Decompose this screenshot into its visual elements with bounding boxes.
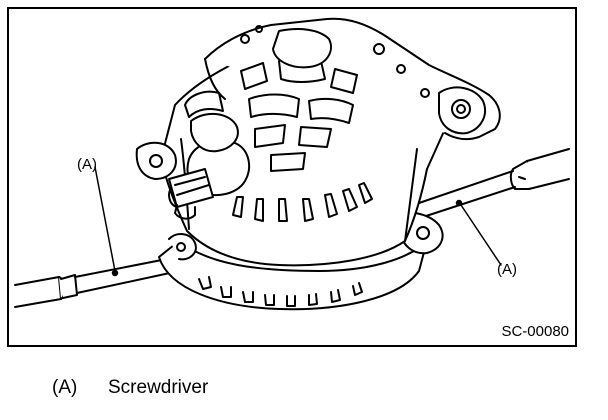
legend: (A) Screwdriver [52, 377, 208, 399]
leader-lines [94, 166, 502, 277]
alternator-illustration [14, 17, 570, 311]
legend-item: (A) Screwdriver [52, 377, 208, 399]
leader-line-left [94, 166, 116, 272]
leader-line-right [460, 204, 502, 266]
terminal-stud [168, 90, 251, 220]
callout-a-left: (A) [77, 156, 97, 173]
callout-a-right: (A) [497, 261, 517, 278]
legend-key: (A) [52, 377, 78, 398]
figure-code: SC-00080 [501, 323, 569, 340]
legend-text: Screwdriver [108, 377, 209, 398]
figure-frame: (A) (A) SC-00080 [7, 7, 577, 347]
alternator-body [135, 17, 501, 267]
